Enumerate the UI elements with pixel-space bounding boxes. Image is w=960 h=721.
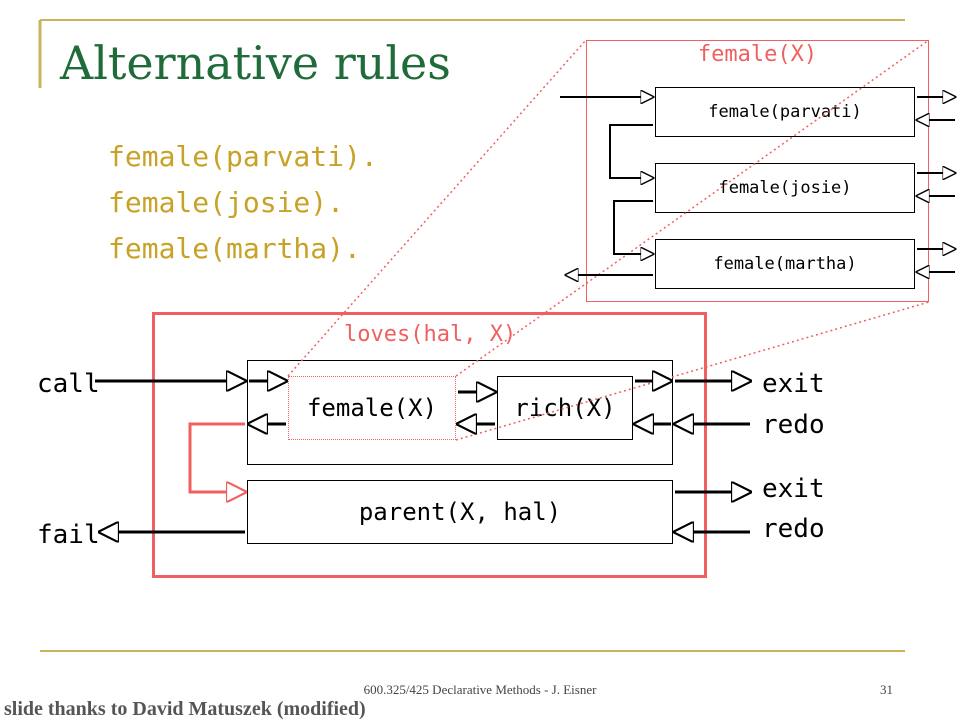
rich-goal-box: rich(X): [497, 376, 633, 440]
exit-label: exit: [762, 474, 825, 504]
footer-text: 600.325/425 Declarative Methods - J. Eis…: [363, 682, 597, 697]
redo-label: redo: [762, 410, 825, 440]
slide-title: Alternative rules: [60, 36, 451, 90]
slide-number: 31: [880, 682, 893, 697]
fail-label: fail: [37, 520, 100, 550]
credit-text: slide thanks to David Matuszek (modified…: [4, 698, 366, 720]
clause-box: female(martha): [655, 239, 915, 289]
redo-label: redo: [762, 514, 825, 544]
clause-box: female(josie): [655, 163, 915, 213]
female-goal-box: female(X): [288, 376, 456, 440]
exit-label: exit: [762, 369, 825, 399]
fact-line: female(martha).: [108, 232, 361, 265]
fact-line: female(parvati).: [108, 140, 378, 173]
fact-line: female(josie).: [108, 186, 345, 219]
loves-title: loves(hal, X): [344, 322, 517, 347]
call-label: call: [37, 369, 100, 399]
parent-goal-box: parent(X, hal): [247, 480, 673, 544]
zoom-title: female(X): [697, 42, 818, 67]
clause-box: female(parvati): [655, 87, 915, 137]
